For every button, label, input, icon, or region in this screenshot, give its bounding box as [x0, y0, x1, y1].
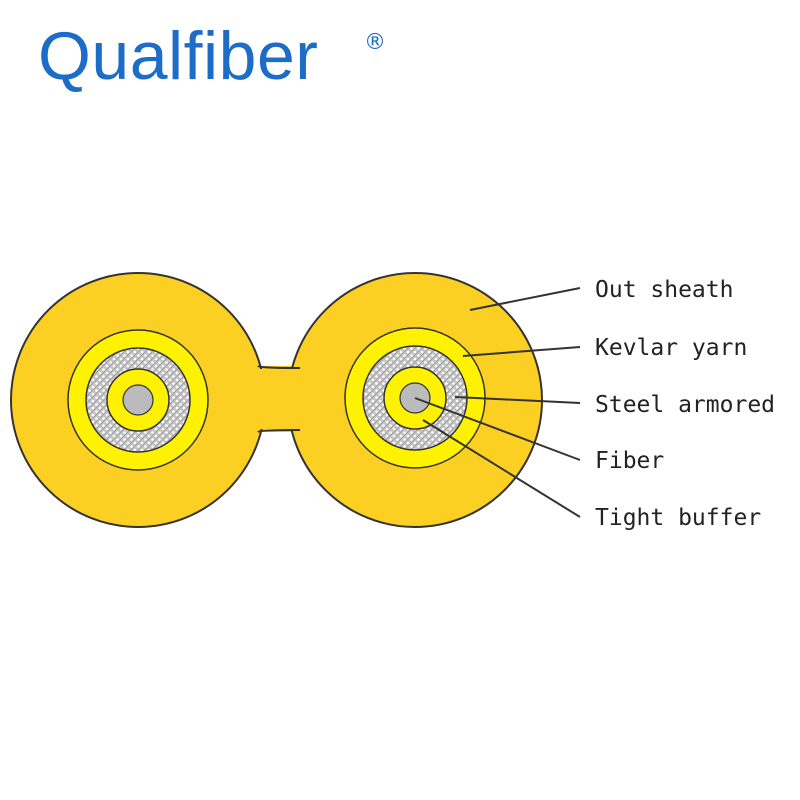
label-steel-armored: Steel armored — [595, 392, 775, 418]
fiber-left — [122, 384, 154, 416]
label-kevlar-yarn: Kevlar yarn — [595, 335, 747, 361]
leader-kevlar-yarn — [462, 346, 581, 357]
registered-mark: ® — [364, 30, 386, 55]
sheath-web-fill — [250, 369, 306, 429]
sheath-web-bottom-edge — [257, 429, 301, 433]
callout-labels: Out sheath Kevlar yarn Steel armored Fib… — [595, 277, 775, 531]
leader-fiber — [414, 397, 581, 461]
label-out-sheath: Out sheath — [595, 277, 733, 303]
leader-out-sheath — [469, 287, 581, 311]
label-tight-buffer: Tight buffer — [595, 505, 761, 531]
sheath-web-top-edge — [257, 365, 301, 369]
label-fiber: Fiber — [595, 448, 664, 474]
brand-name: Qualfiber — [38, 18, 319, 94]
left-subunit — [67, 329, 209, 471]
leader-steel-armored — [454, 396, 581, 404]
leader-lines — [414, 287, 581, 518]
leader-tight-buffer — [422, 419, 581, 518]
brand-logo: Qualfiber — [38, 22, 318, 90]
out-sheath — [10, 272, 543, 528]
